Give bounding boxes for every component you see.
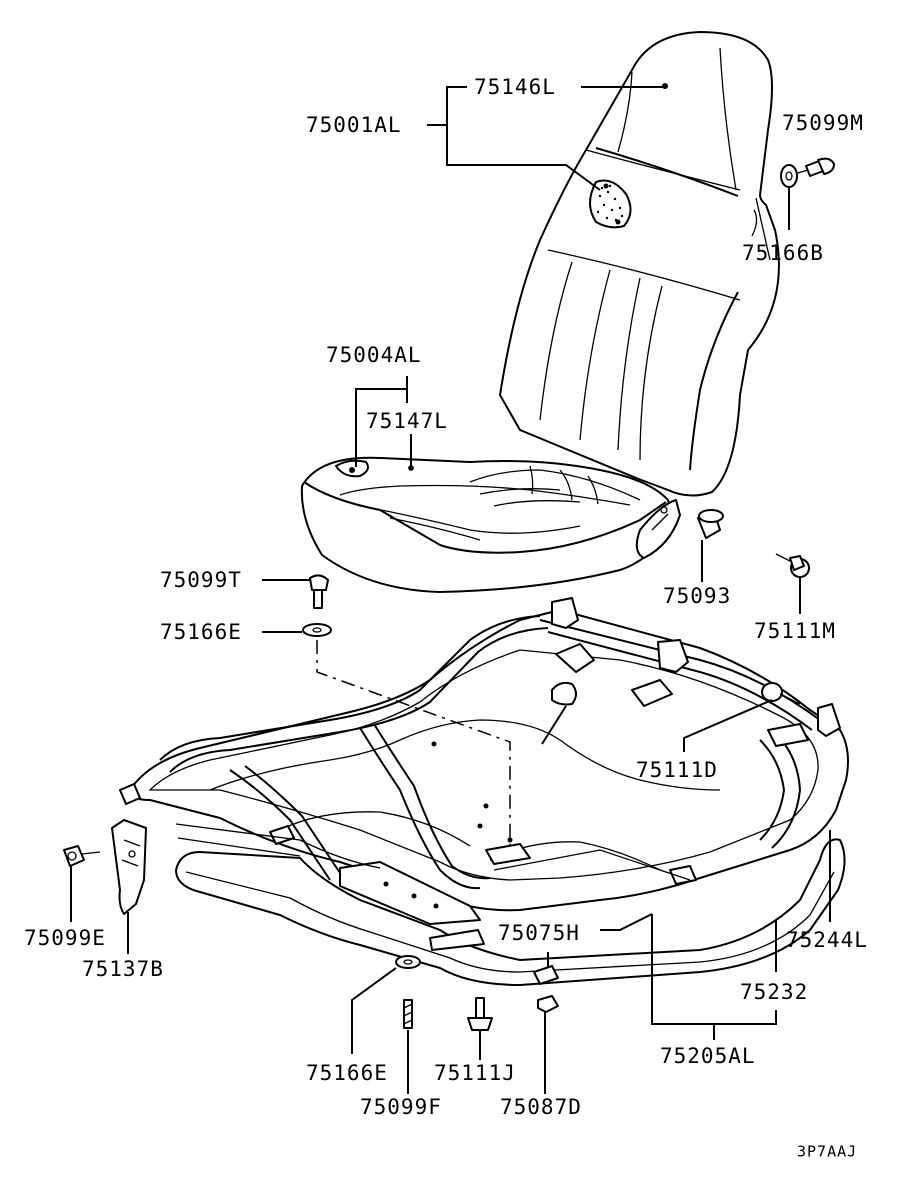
diagram-reference-code: 3P7AAJ bbox=[797, 1143, 857, 1161]
bolt-75099E-icon bbox=[63, 845, 101, 867]
label-75166E-bottom[interactable]: 75166E bbox=[306, 1061, 388, 1085]
label-75099F[interactable]: 75099F bbox=[360, 1095, 442, 1119]
bracket-75137B-icon bbox=[111, 819, 147, 915]
leader-lines bbox=[70, 86, 831, 1094]
label-75099M[interactable]: 75099M bbox=[782, 111, 864, 135]
label-75111M[interactable]: 75111M bbox=[754, 619, 836, 643]
label-75232[interactable]: 75232 bbox=[740, 980, 808, 1004]
label-75093[interactable]: 75093 bbox=[663, 584, 731, 608]
label-75099E[interactable]: 75099E bbox=[24, 926, 106, 950]
label-75244L[interactable]: 75244L bbox=[786, 928, 868, 952]
seat-frame-assembly bbox=[119, 597, 849, 986]
clip-75075H-icon bbox=[533, 965, 559, 985]
label-75205AL[interactable]: 75205AL bbox=[660, 1044, 756, 1068]
fabric-dots bbox=[596, 184, 624, 222]
part-labels: 75146L 75001AL 75099M 75166B 75004AL 751… bbox=[24, 75, 868, 1161]
label-75147L[interactable]: 75147L bbox=[366, 409, 448, 433]
label-75111D[interactable]: 75111D bbox=[636, 758, 718, 782]
label-75146L[interactable]: 75146L bbox=[474, 75, 556, 99]
label-75111J[interactable]: 75111J bbox=[434, 1061, 516, 1085]
bolt-75111J-icon bbox=[467, 997, 493, 1031]
label-75087D[interactable]: 75087D bbox=[500, 1095, 582, 1119]
seat-back-assembly bbox=[499, 31, 780, 497]
washer-75166B-icon bbox=[780, 164, 798, 188]
bushing-75093-icon bbox=[697, 509, 724, 539]
washer-75166E-bottom-icon bbox=[395, 955, 421, 969]
label-75075H[interactable]: 75075H bbox=[498, 921, 580, 945]
label-75001AL[interactable]: 75001AL bbox=[306, 113, 402, 137]
nut-75087D-icon bbox=[537, 995, 559, 1013]
bolt-75111M-icon bbox=[775, 553, 810, 578]
label-75166B[interactable]: 75166B bbox=[742, 241, 824, 265]
bolt-75099M-icon bbox=[793, 157, 835, 177]
label-75099T[interactable]: 75099T bbox=[160, 568, 242, 592]
label-75004AL[interactable]: 75004AL bbox=[326, 343, 422, 367]
screw-75099F-icon bbox=[403, 999, 413, 1029]
washer-75166E-top-icon bbox=[302, 623, 332, 637]
bolt-75099T-icon bbox=[309, 574, 329, 609]
label-75166E-top[interactable]: 75166E bbox=[160, 620, 242, 644]
seat-cushion-assembly bbox=[300, 456, 681, 593]
label-75137B[interactable]: 75137B bbox=[82, 957, 164, 981]
